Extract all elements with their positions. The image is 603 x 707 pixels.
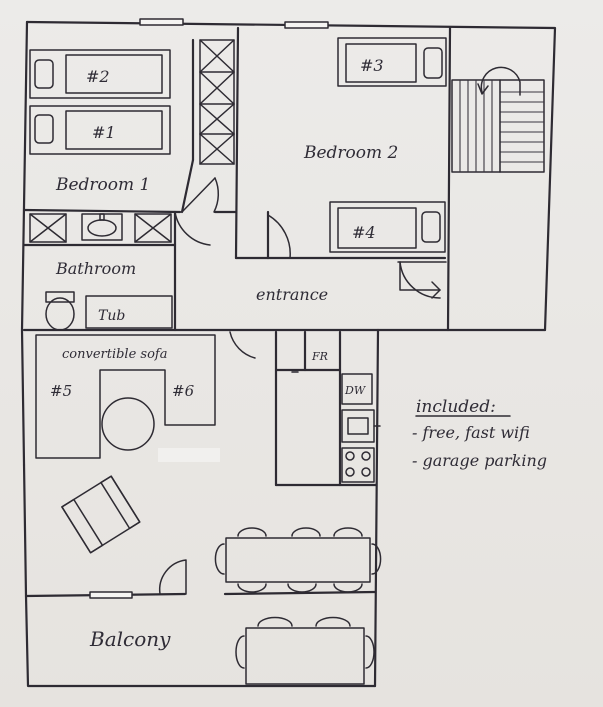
coffee-table (101, 397, 155, 451)
entrance-arrow (399, 261, 441, 291)
window-top-right (284, 21, 329, 29)
bedroom-2-label: Bedroom 2 (303, 143, 398, 163)
rug-patch (158, 448, 220, 462)
bed-2-label: #2 (86, 67, 110, 86)
bathroom-label: Bathroom (55, 259, 136, 278)
bed-5-label: #5 (50, 382, 72, 400)
bed-3 (337, 37, 447, 87)
stairs (451, 66, 545, 173)
doors (158, 177, 447, 595)
bedroom-1-label: Bedroom 1 (55, 175, 150, 195)
bed-2 (29, 49, 171, 99)
armchair (61, 475, 141, 554)
convertible-sofa (35, 334, 216, 459)
sofa-label: convertible sofa (62, 347, 167, 362)
fridge-label: FR (311, 350, 328, 363)
tub-label: Tub (98, 308, 125, 324)
balcony-table (235, 616, 375, 685)
dining-table (214, 527, 382, 593)
bed-1-label: #1 (92, 123, 116, 142)
dishwasher-label: DW (344, 384, 367, 397)
bed-3-label: #3 (360, 56, 384, 75)
kitchen-appliances (291, 371, 381, 483)
entrance-arrow-head (431, 281, 441, 299)
notes-heading: included: (416, 397, 496, 417)
balcony-label: Balcony (89, 627, 171, 651)
notes-item-1: - free, fast wifi (412, 423, 530, 442)
bed-1 (29, 105, 171, 155)
bed-4 (329, 201, 446, 253)
window-balcony (89, 591, 133, 599)
interior-walls (22, 26, 452, 487)
window-top-left (139, 18, 184, 26)
bathroom-fixtures (29, 213, 173, 331)
entrance-label: entrance (256, 285, 328, 304)
bed-6-label: #6 (172, 382, 195, 400)
wardrobe (199, 39, 235, 165)
bed-4-label: #4 (352, 223, 376, 242)
notes-item-2: - garage parking (412, 451, 547, 470)
